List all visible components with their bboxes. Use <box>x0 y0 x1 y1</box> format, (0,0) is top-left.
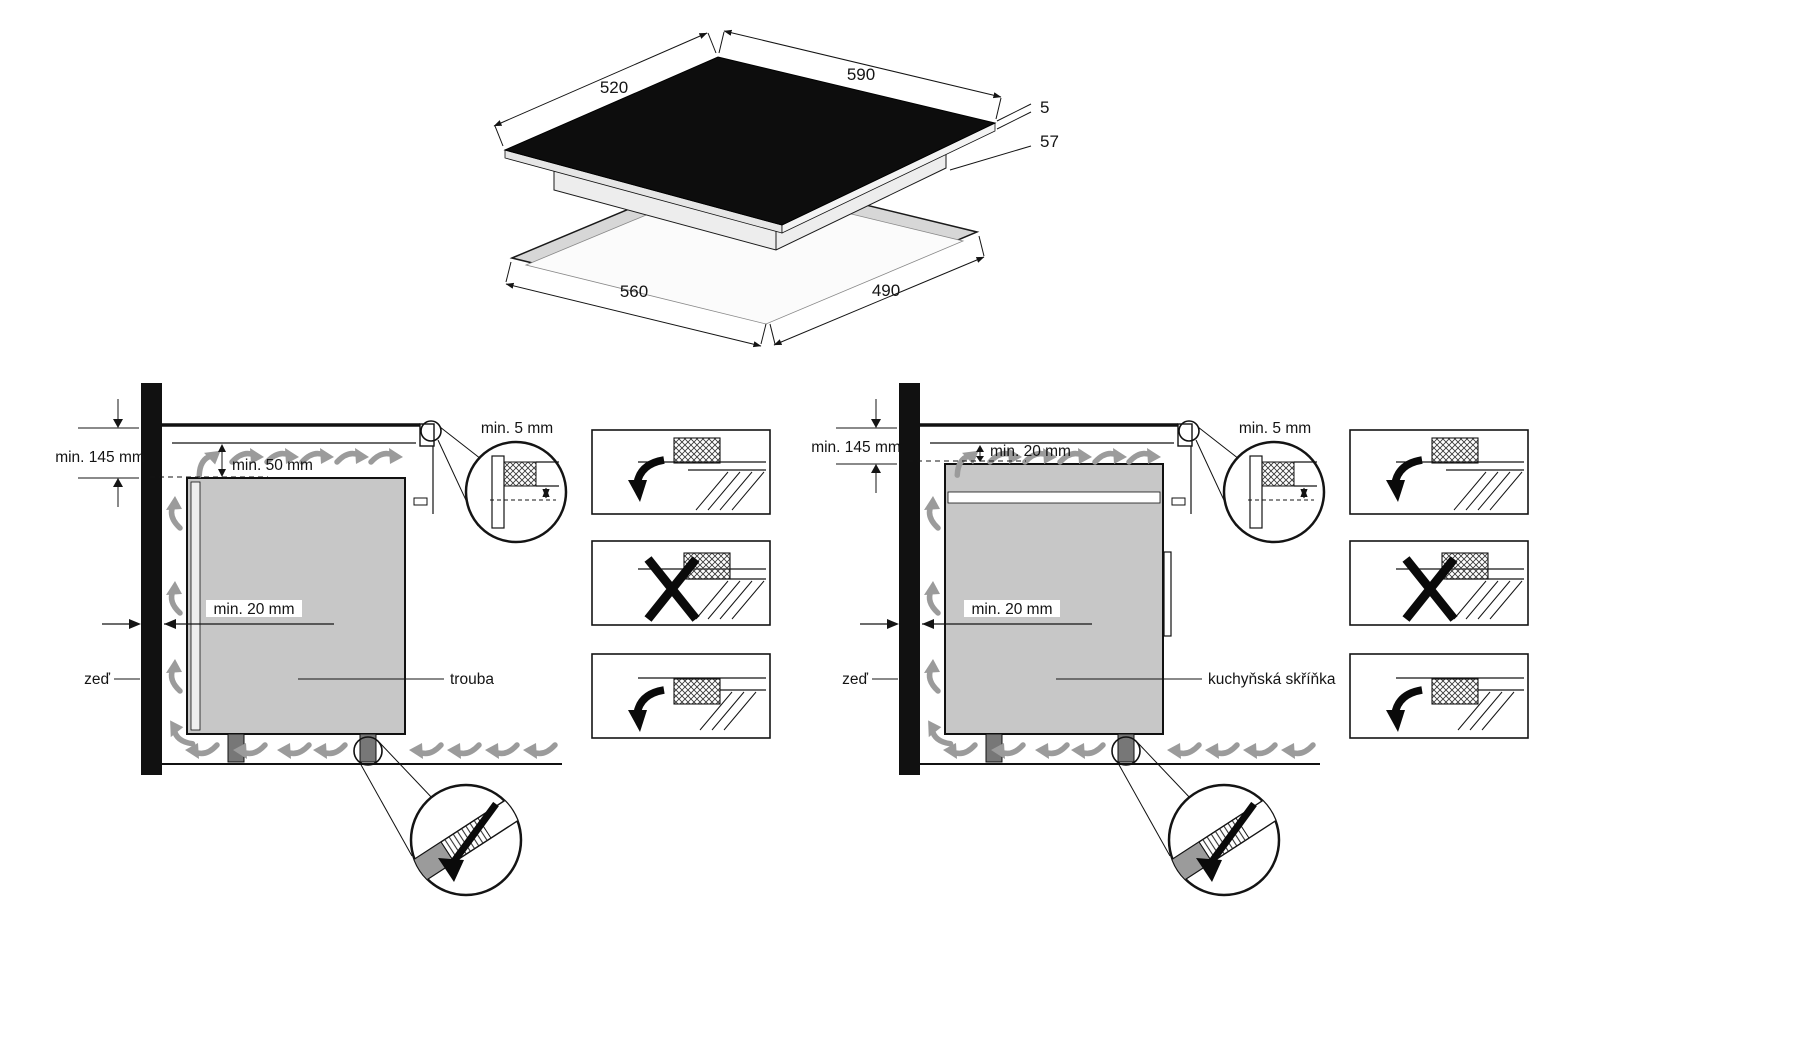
front-clearance-label: min. 145 mm <box>811 439 901 456</box>
oven-side-panel <box>190 481 201 731</box>
dimension-lines <box>493 29 1032 348</box>
dim-top-width-left: 520 <box>600 78 628 97</box>
dim-rear-clearance <box>102 600 334 629</box>
edge-clearance-label: min. 5 mm <box>481 420 553 437</box>
top-clearance-label: min. 50 mm <box>232 457 313 474</box>
cabinet-shelf <box>947 491 1161 504</box>
dim-rear-clearance <box>860 600 1092 629</box>
wall-label: zeď <box>84 671 110 688</box>
dim-glass-thickness: 5 <box>1040 98 1049 117</box>
dim-total-height: 57 <box>1040 132 1059 151</box>
dim-front-clearance <box>836 399 897 493</box>
dim-top-width-right: 590 <box>847 65 875 84</box>
cabinet-installation-section: min. 145 mm min. 20 mm min. 20 mm min. 5… <box>811 383 1528 895</box>
dim-front-clearance <box>78 399 139 507</box>
dim-cutout-width-left: 560 <box>620 282 648 301</box>
front-clearance-label: min. 145 mm <box>55 449 145 466</box>
glass-top-surface <box>503 56 997 226</box>
top-clearance-label: min. 20 mm <box>990 443 1071 460</box>
rear-clearance-label: min. 20 mm <box>214 601 295 618</box>
dim-top-clearance <box>150 444 268 478</box>
unit-label: kuchyňská skříňka <box>1208 671 1336 688</box>
wall-label: zeď <box>842 671 868 688</box>
hob-isometric-view: 520 590 5 57 560 490 <box>493 29 1059 348</box>
rear-clearance-label: min. 20 mm <box>972 601 1053 618</box>
dim-top-clearance <box>908 445 1026 462</box>
unit-label: trouba <box>450 671 494 688</box>
cabinet-door-handle <box>1163 551 1172 637</box>
oven-installation-section: min. 145 mm min. 50 mm min. 20 mm min. 5… <box>55 383 770 895</box>
edge-clearance-label: min. 5 mm <box>1239 420 1311 437</box>
cabinet-body <box>944 463 1164 735</box>
dim-cutout-width-right: 490 <box>872 281 900 300</box>
